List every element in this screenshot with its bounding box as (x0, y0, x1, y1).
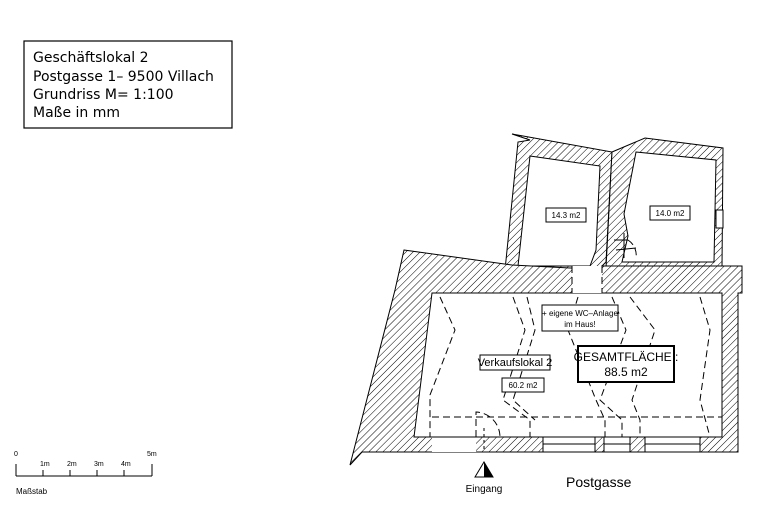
wall-room-right (605, 137, 724, 269)
wc-note-line-1: + eigene WC–Anlage (542, 309, 618, 318)
total-area-box (577, 345, 675, 383)
total-area-value: 88.5 m2 (604, 365, 648, 379)
walls (349, 133, 743, 466)
title-line-4: Maße in mm (33, 105, 120, 121)
scale-label: Maßstab (16, 487, 48, 496)
entrance-door (475, 411, 501, 452)
window-right-room (715, 209, 724, 229)
total-area-label: GESAMTFLÄCHE : (574, 350, 679, 364)
street-openings (432, 266, 701, 453)
room-left-area-box (545, 207, 587, 223)
shop-area: 60.2 m2 (509, 381, 538, 390)
interior-door (614, 233, 637, 259)
shop-name: Verkaufslokal 2 (478, 357, 553, 369)
entrance-label: Eingang (466, 484, 503, 495)
scale-tick-3: 3m (94, 461, 104, 468)
scale-tick-5: 5m (147, 451, 157, 458)
title-line-1: Geschäftslokal 2 (33, 50, 149, 66)
scale-tick-1: 1m (40, 461, 50, 468)
shop-area-box (501, 377, 545, 393)
scale-tick-0: 0 (14, 451, 18, 458)
shop-name-box (479, 354, 551, 371)
title-block: Geschäftslokal 2 Postgasse 1– 9500 Villa… (23, 40, 233, 129)
scale-tick-4: 4m (121, 461, 131, 468)
room-left-area: 14.3 m2 (552, 211, 581, 220)
street-label: Postgasse (566, 474, 632, 490)
scale-tick-2: 2m (67, 461, 77, 468)
wall-room-left (504, 133, 613, 271)
title-line-3: Grundriss M= 1:100 (33, 87, 174, 103)
room-right-area: 14.0 m2 (656, 209, 685, 218)
entrance-marker: Eingang (466, 461, 503, 495)
room-right-area-box (649, 205, 691, 221)
wc-note-box (541, 304, 619, 332)
room-labels: 14.3 m2 14.0 m2 + eigene WC–Anlage im Ha… (478, 205, 691, 393)
wall-shop-outer (349, 249, 743, 466)
wc-note-line-2: im Haus! (564, 320, 596, 329)
title-line-2: Postgasse 1– 9500 Villach (33, 69, 214, 85)
scale-bar: 0 1m 2m 3m 4m 5m Maßstab (14, 451, 157, 496)
title-block-frame (23, 40, 233, 129)
